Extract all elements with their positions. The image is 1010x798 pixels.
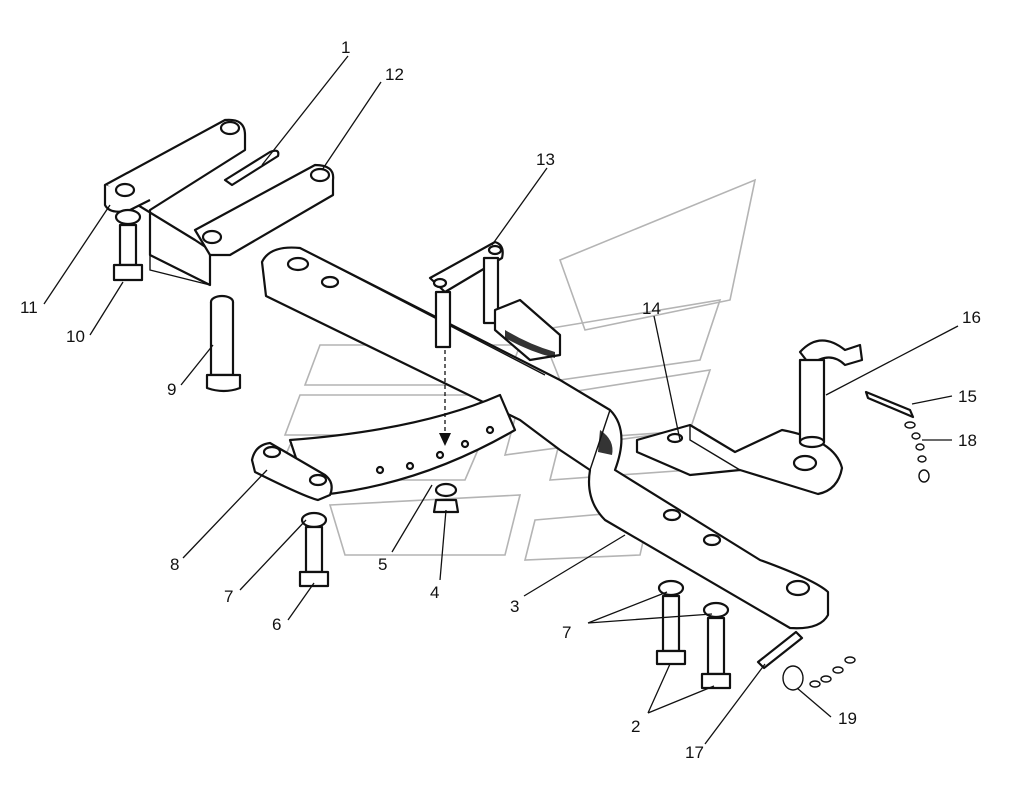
cotter-pin-17 [756, 630, 804, 670]
label-7b: 7 [562, 623, 571, 642]
swinging-arc-plate [288, 393, 517, 497]
label-6: 6 [272, 615, 281, 634]
mounting-bracket [103, 118, 335, 287]
cotter-pin-1 [223, 149, 280, 187]
label-12: 12 [385, 65, 404, 84]
chain-18 [904, 421, 930, 483]
part-number-labels: 1 12 13 14 16 15 18 19 17 2 7 3 4 5 6 7 … [20, 38, 981, 762]
clamp-plate [493, 298, 562, 362]
pin-9 [205, 294, 242, 393]
label-4: 4 [430, 583, 439, 602]
plate-8 [250, 441, 333, 502]
label-2: 2 [631, 717, 640, 736]
ring-19 [782, 656, 856, 691]
label-3: 3 [510, 597, 519, 616]
bolt-2-left [655, 579, 687, 666]
bolt-6 [298, 511, 330, 588]
u-bolt-13 [428, 240, 504, 349]
label-15: 15 [958, 387, 977, 406]
hitch-jaw-14 [635, 423, 844, 496]
label-10: 10 [66, 327, 85, 346]
cotter-pin-15 [864, 390, 915, 419]
label-11: 11 [20, 298, 38, 317]
label-8: 8 [170, 555, 179, 574]
drawbar [260, 246, 830, 630]
label-18: 18 [958, 431, 977, 450]
nut-4 [432, 482, 460, 514]
label-14: 14 [642, 299, 661, 318]
bolt-2-right [700, 601, 732, 690]
leader-lines [43, 55, 959, 745]
label-13: 13 [536, 150, 555, 169]
label-17: 17 [685, 743, 704, 762]
label-19: 19 [838, 709, 857, 728]
bolt-10 [112, 208, 144, 282]
label-7a: 7 [224, 587, 233, 606]
hitch-pin-16 [798, 339, 864, 449]
label-5: 5 [378, 555, 387, 574]
label-9: 9 [167, 380, 176, 399]
label-16: 16 [962, 308, 981, 327]
label-1: 1 [341, 38, 350, 57]
